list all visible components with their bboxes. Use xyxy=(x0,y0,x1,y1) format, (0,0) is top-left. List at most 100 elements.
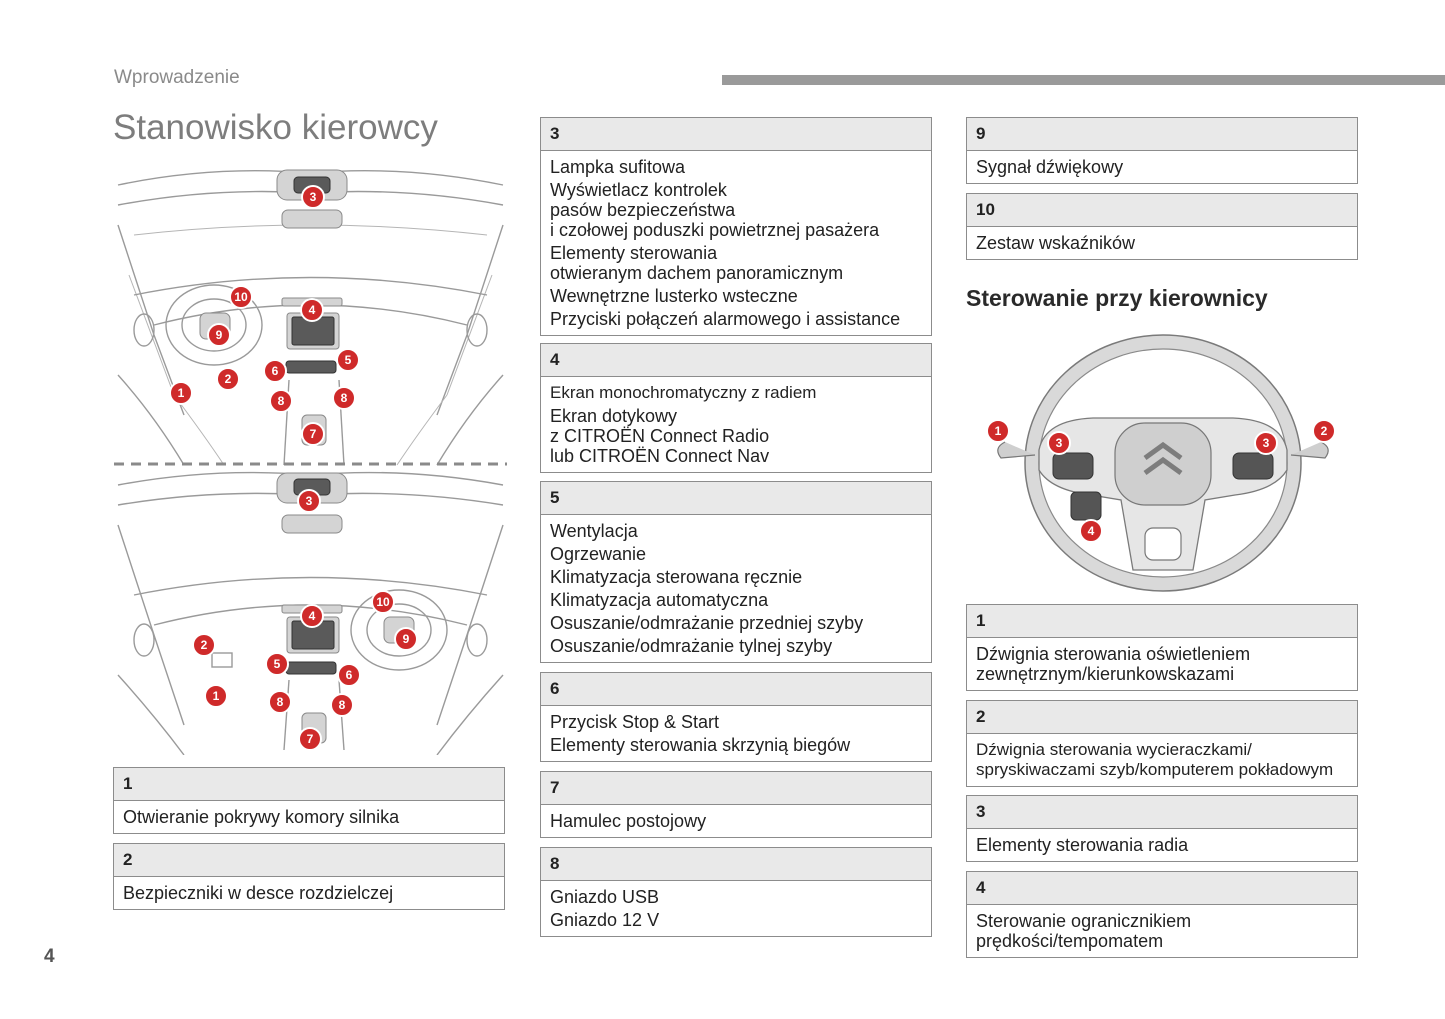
svg-text:10: 10 xyxy=(234,290,248,304)
badge-rhd-5: 5 xyxy=(265,652,289,676)
item-box-8: 8 Gniazdo USB Gniazdo 12 V xyxy=(540,847,932,937)
badge-rhd-8a: 8 xyxy=(268,690,292,714)
svg-text:10: 10 xyxy=(376,595,390,609)
svg-text:2: 2 xyxy=(225,372,232,386)
page-number: 4 xyxy=(44,946,55,967)
item-number: 4 xyxy=(967,872,1357,905)
steering-box-1: 1 Dźwignia sterowania oświetleniem zewnę… xyxy=(966,604,1358,691)
item-line: i czołowej poduszki powietrznej pasażera xyxy=(550,220,880,240)
svg-text:5: 5 xyxy=(274,657,281,671)
wheel-badge-4: 4 xyxy=(1079,519,1103,543)
svg-text:3: 3 xyxy=(1056,436,1063,450)
item-number: 5 xyxy=(541,482,931,515)
svg-text:8: 8 xyxy=(339,698,346,712)
badge-lhd-1: 1 xyxy=(169,381,193,405)
badge-rhd-9: 9 xyxy=(394,627,418,651)
item-line: spryskiwaczami szyb/komputerem pokładowy… xyxy=(976,760,1334,779)
svg-text:6: 6 xyxy=(346,668,353,682)
svg-text:3: 3 xyxy=(1263,436,1270,450)
badge-rhd-3: 3 xyxy=(297,489,321,513)
item-line: Przycisk Stop & Start xyxy=(550,712,720,732)
item-line: Sygnał dźwiękowy xyxy=(976,157,1124,177)
badge-rhd-10: 10 xyxy=(371,590,395,614)
dashboard-illustration: 3 10 4 9 5 6 2 1 8 8 7 3 10 4 9 2 5 6 1 … xyxy=(114,169,507,755)
item-line: Wyświetlacz kontrolek xyxy=(550,180,727,200)
svg-text:4: 4 xyxy=(309,303,316,317)
badge-lhd-7: 7 xyxy=(301,422,325,446)
badge-rhd-6: 6 xyxy=(337,663,361,687)
item-line: lub CITROËN Connect Nav xyxy=(550,446,770,466)
item-number: 8 xyxy=(541,848,931,881)
svg-text:8: 8 xyxy=(277,695,284,709)
item-line: Gniazdo USB xyxy=(550,887,660,907)
item-line: Ekran dotykowy xyxy=(550,406,678,426)
item-line: Otwieranie pokrywy komory silnika xyxy=(123,807,400,827)
wheel-badge-3-right: 3 xyxy=(1254,431,1278,455)
item-line: Zestaw wskaźników xyxy=(976,233,1136,253)
item-box-6: 6 Przycisk Stop & Start Elementy sterowa… xyxy=(540,672,932,762)
badge-lhd-5: 5 xyxy=(336,348,360,372)
item-box-2: 2 Bezpieczniki w desce rozdzielczej xyxy=(113,843,505,910)
item-number: 1 xyxy=(967,605,1357,638)
item-line: Elementy sterowania xyxy=(550,243,718,263)
item-number: 3 xyxy=(967,796,1357,829)
item-number: 2 xyxy=(114,844,504,877)
wheel-badge-3-left: 3 xyxy=(1047,431,1071,455)
steering-box-2: 2 Dźwignia sterowania wycieraczkami/ spr… xyxy=(966,700,1358,787)
wheel-badge-1: 1 xyxy=(986,419,1010,443)
item-box-3: 3 Lampka sufitowa Wyświetlacz kontrolek … xyxy=(540,117,932,336)
badge-lhd-4: 4 xyxy=(300,298,324,322)
svg-text:1: 1 xyxy=(213,689,220,703)
item-number: 2 xyxy=(967,701,1357,734)
svg-text:1: 1 xyxy=(178,386,185,400)
svg-text:6: 6 xyxy=(272,364,279,378)
item-box-10: 10 Zestaw wskaźników xyxy=(966,193,1358,260)
badge-rhd-4: 4 xyxy=(300,604,324,628)
item-line: Sterowanie ogranicznikiem xyxy=(976,911,1192,931)
section-label: Wprowadzenie xyxy=(114,67,240,88)
header-bar xyxy=(722,75,1445,85)
svg-text:4: 4 xyxy=(309,609,316,623)
item-line: zewnętrznym/kierunkowskazami xyxy=(976,664,1235,684)
item-number: 4 xyxy=(541,344,931,377)
steering-box-3: 3 Elementy sterowania radia xyxy=(966,795,1358,862)
svg-text:9: 9 xyxy=(216,328,223,342)
svg-text:7: 7 xyxy=(310,427,317,441)
item-line: prędkości/tempomatem xyxy=(976,931,1164,951)
item-box-9: 9 Sygnał dźwiękowy xyxy=(966,117,1358,184)
steering-box-4: 4 Sterowanie ogranicznikiem prędkości/te… xyxy=(966,871,1358,958)
item-line: Wewnętrzne lusterko wsteczne xyxy=(550,286,798,306)
item-line: Dźwignia sterowania wycieraczkami/ xyxy=(976,740,1252,759)
svg-text:8: 8 xyxy=(341,391,348,405)
item-number: 10 xyxy=(967,194,1357,227)
item-line: Przyciski połączeń alarmowego i assistan… xyxy=(550,309,901,329)
svg-text:8: 8 xyxy=(278,394,285,408)
item-line: pasów bezpieczeństwa xyxy=(550,200,736,220)
steering-section-title: Sterowanie przy kierownicy xyxy=(966,285,1268,311)
badge-lhd-8a: 8 xyxy=(269,389,293,413)
item-line: otwieranym dachem panoramicznym xyxy=(550,263,844,283)
badge-lhd-10: 10 xyxy=(229,285,253,309)
steering-wheel-illustration: 1 2 3 3 4 xyxy=(986,334,1336,592)
item-number: 9 xyxy=(967,118,1357,151)
item-box-7: 7 Hamulec postojowy xyxy=(540,771,932,838)
item-line: Ekran monochromatyczny z radiem xyxy=(550,383,817,402)
item-line: Wentylacja xyxy=(550,521,638,541)
badge-lhd-9: 9 xyxy=(207,323,231,347)
item-line: Hamulec postojowy xyxy=(550,811,707,831)
item-line: Klimatyzacja sterowana ręcznie xyxy=(550,567,803,587)
item-box-4: 4 Ekran monochromatyczny z radiem Ekran … xyxy=(540,343,932,473)
badge-rhd-1: 1 xyxy=(204,684,228,708)
wheel-badge-2: 2 xyxy=(1312,419,1336,443)
item-line: Gniazdo 12 V xyxy=(550,910,660,930)
svg-text:7: 7 xyxy=(307,732,314,746)
item-line: z CITROËN Connect Radio xyxy=(550,426,770,446)
item-number: 6 xyxy=(541,673,931,706)
badge-lhd-3: 3 xyxy=(301,185,325,209)
page-title: Stanowisko kierowcy xyxy=(113,108,438,147)
item-line: Elementy sterowania skrzynią biegów xyxy=(550,735,851,755)
badge-rhd-2: 2 xyxy=(192,633,216,657)
item-line: Ogrzewanie xyxy=(550,544,647,564)
item-line: Lampka sufitowa xyxy=(550,157,686,177)
item-line: Osuszanie/odmrażanie tylnej szyby xyxy=(550,636,833,656)
